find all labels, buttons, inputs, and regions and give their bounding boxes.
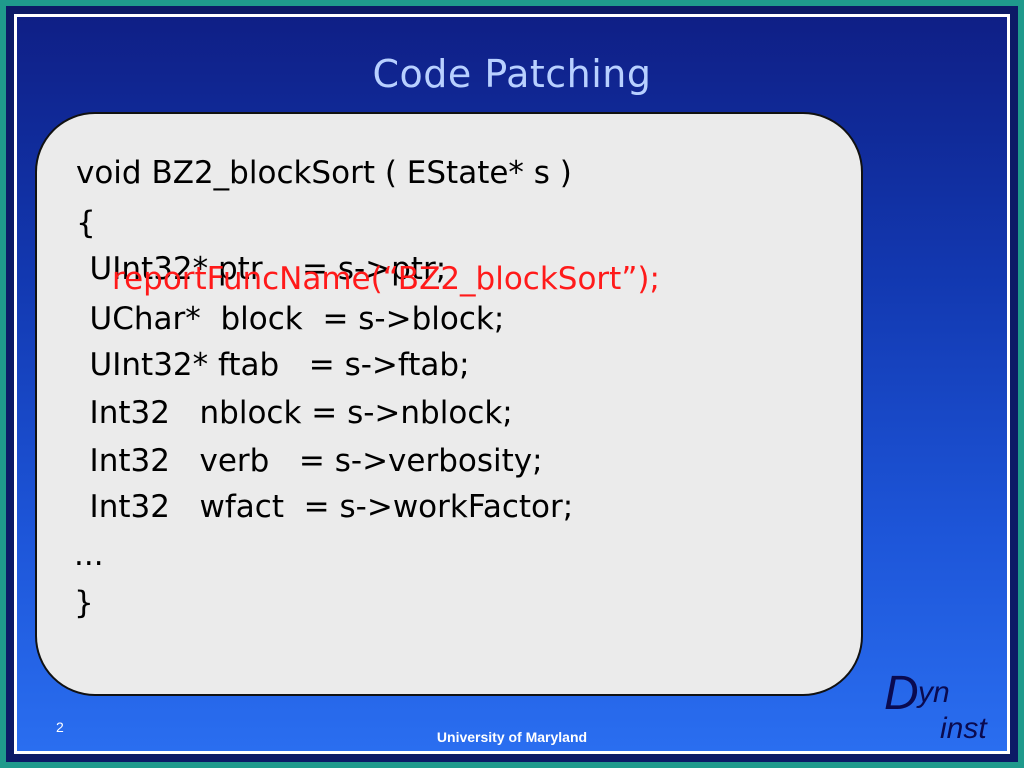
slide-title: Code Patching <box>372 52 652 96</box>
code-line-nblock: Int32 nblock = s->nblock; <box>60 395 513 431</box>
footer-text: University of Maryland <box>436 729 588 745</box>
dyninst-logo: D yn inst <box>884 670 1004 750</box>
code-line-close-brace: } <box>74 585 94 621</box>
inserted-instrumentation-call: reportFuncName(“BZ2_blockSort”); <box>112 261 660 297</box>
logo-inst: inst <box>940 712 987 745</box>
code-line-block: UChar* block = s->block; <box>60 301 505 337</box>
code-line-signature: void BZ2_blockSort ( EState* s ) <box>76 155 572 191</box>
code-line-wfact: Int32 wfact = s->workFactor; <box>60 489 574 525</box>
logo-letter: D <box>884 667 919 720</box>
code-panel <box>35 112 863 696</box>
code-line-open-brace: { <box>76 205 96 241</box>
page-number: 2 <box>56 719 64 735</box>
code-line-ptr: UInt32* ptr = s->ptr; <box>60 251 447 287</box>
code-line-ftab: UInt32* ftab = s->ftab; <box>60 347 470 383</box>
code-line-verb: Int32 verb = s->verbosity; <box>60 443 543 479</box>
code-line-ellipsis: ... <box>74 537 104 573</box>
logo-yn: yn <box>918 676 950 709</box>
